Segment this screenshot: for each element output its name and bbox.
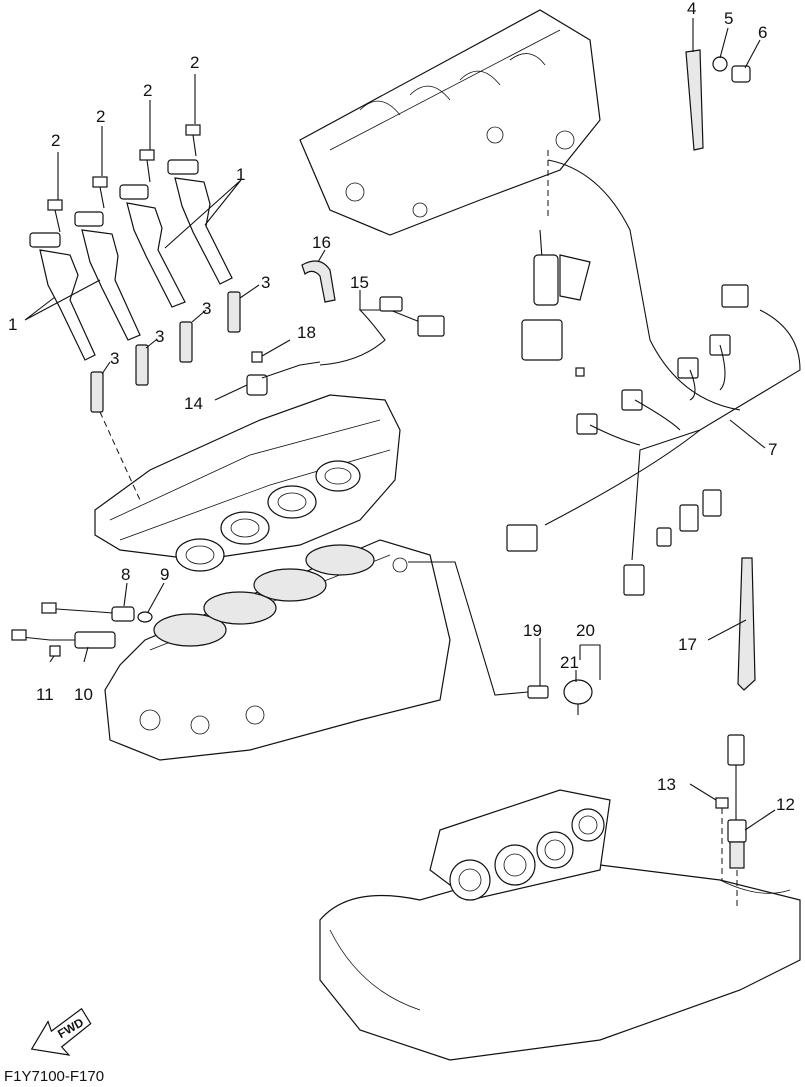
callout-1: 1 bbox=[8, 315, 17, 334]
crank-sensor-10 bbox=[11, 629, 116, 649]
callout-2: 2 bbox=[96, 107, 105, 126]
bolt-11 bbox=[49, 645, 61, 657]
callout-3: 3 bbox=[110, 349, 119, 368]
callout-15: 15 bbox=[350, 273, 369, 292]
callout-8: 8 bbox=[121, 565, 130, 584]
callout-21: 21 bbox=[560, 653, 579, 672]
cable-tie-4 bbox=[685, 49, 704, 151]
exhaust-manifold bbox=[319, 789, 801, 1061]
spark-plugs bbox=[90, 291, 241, 413]
callout-18: 18 bbox=[297, 323, 316, 342]
wire-harness-7 bbox=[506, 150, 801, 596]
ignition-coil bbox=[74, 211, 141, 341]
forward-direction-arrow: FWD bbox=[30, 1007, 92, 1056]
callout-17: 17 bbox=[678, 635, 697, 654]
callout-14: 14 bbox=[184, 394, 203, 413]
coil-bolts bbox=[47, 124, 201, 233]
callout-1: 1 bbox=[236, 165, 245, 184]
washer-9 bbox=[137, 611, 153, 623]
reference-code: F1Y7100-F170 bbox=[4, 1068, 105, 1085]
callout-12: 12 bbox=[776, 795, 795, 814]
cylinder-block bbox=[104, 539, 451, 761]
bolt-18 bbox=[251, 351, 263, 363]
callout-3: 3 bbox=[261, 273, 270, 292]
bolt-13 bbox=[715, 797, 729, 880]
leader-19-to-block bbox=[408, 561, 529, 696]
pressure-sensor-20 bbox=[563, 679, 593, 715]
temperature-sensor-14 bbox=[246, 361, 321, 396]
callout-6: 6 bbox=[758, 23, 767, 42]
callout-20: 20 bbox=[576, 621, 595, 640]
callout-5: 5 bbox=[724, 9, 733, 28]
sub-harness-15 bbox=[319, 296, 445, 366]
cable-tie-17 bbox=[737, 557, 756, 691]
cylinder-head bbox=[94, 394, 401, 572]
callout-10: 10 bbox=[74, 685, 93, 704]
intake-manifold bbox=[299, 9, 601, 236]
nut-5 bbox=[712, 56, 728, 72]
ignition-coil bbox=[167, 159, 233, 285]
ignition-coils bbox=[29, 159, 233, 361]
callout-9: 9 bbox=[160, 565, 169, 584]
callout-labels: 1 1 1 2 2 2 2 3 3 3 3 4 5 6 7 8 9 10 11 … bbox=[8, 0, 795, 814]
callout-19: 19 bbox=[523, 621, 542, 640]
sensor-19 bbox=[527, 685, 549, 699]
bolt-6 bbox=[731, 65, 751, 83]
callout-13: 13 bbox=[657, 775, 676, 794]
ignition-coil bbox=[119, 184, 186, 308]
callout-2: 2 bbox=[190, 53, 199, 72]
callout-2: 2 bbox=[51, 131, 60, 150]
clamp-16 bbox=[301, 260, 336, 303]
ignition-coil bbox=[29, 232, 96, 361]
callout-3: 3 bbox=[202, 299, 211, 318]
callout-11: 11 bbox=[36, 685, 54, 704]
callout-7: 7 bbox=[768, 440, 777, 459]
knock-sensor-8 bbox=[41, 602, 135, 622]
callout-2: 2 bbox=[143, 81, 152, 100]
callout-16: 16 bbox=[312, 233, 331, 252]
sensor-12 bbox=[727, 734, 747, 910]
leader-lines bbox=[24, 18, 776, 831]
callout-4: 4 bbox=[687, 0, 696, 18]
callout-3: 3 bbox=[155, 327, 164, 346]
